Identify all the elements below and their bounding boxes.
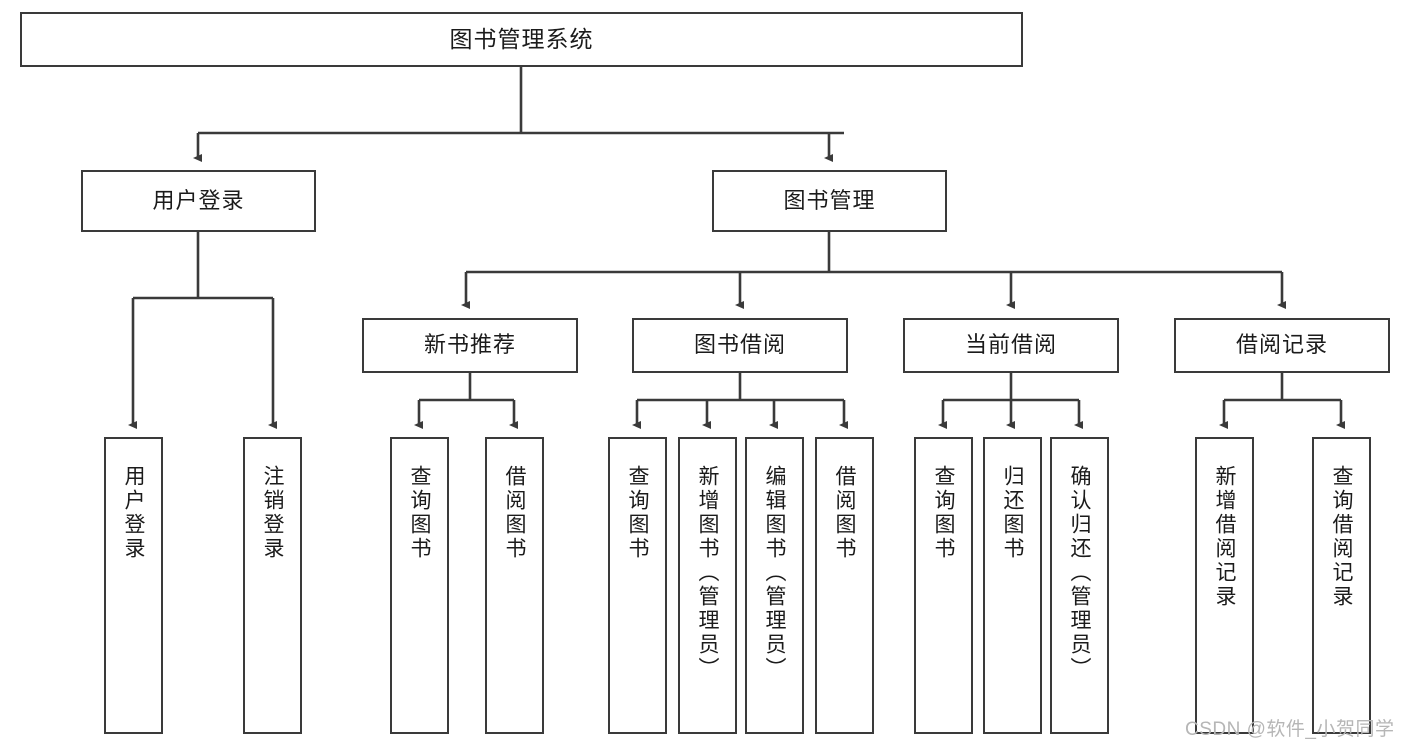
- node-label: 注销登录: [261, 465, 284, 561]
- node-label: 归还图书: [1001, 465, 1024, 561]
- node-label: 借阅图书: [833, 465, 856, 561]
- node-label: 新增图书（管理员）: [696, 465, 719, 681]
- node-label: 图书管理系统: [449, 25, 594, 52]
- node-label: 编辑图书（管理员）: [763, 465, 786, 681]
- node-label: 用户登录: [152, 187, 245, 213]
- leaf-new-book-borrow[interactable]: 借阅图书: [485, 437, 544, 734]
- node-label: 新书推荐: [423, 332, 516, 358]
- leaf-book-borrow-query[interactable]: 查询图书: [608, 437, 667, 734]
- node-label: 借阅记录: [1235, 332, 1328, 358]
- leaf-new-book-query[interactable]: 查询图书: [390, 437, 449, 734]
- leaf-current-borrow-confirm-return[interactable]: 确认归还（管理员）: [1050, 437, 1109, 734]
- node-label: 当前借阅: [964, 332, 1057, 358]
- node-book-management[interactable]: 图书管理: [712, 170, 947, 232]
- node-label: 新增借阅记录: [1213, 465, 1236, 609]
- node-label: 查询图书: [408, 465, 431, 561]
- node-label: 借阅图书: [503, 465, 526, 561]
- node-label: 查询图书: [626, 465, 649, 561]
- node-label: 查询借阅记录: [1330, 465, 1353, 609]
- leaf-borrow-record-query[interactable]: 查询借阅记录: [1312, 437, 1371, 734]
- node-label: 图书借阅: [693, 332, 786, 358]
- leaf-user-login-login[interactable]: 用户登录: [104, 437, 163, 734]
- leaf-user-login-logout[interactable]: 注销登录: [243, 437, 302, 734]
- node-label: 确认归还（管理员）: [1068, 465, 1091, 681]
- leaf-book-borrow-edit[interactable]: 编辑图书（管理员）: [745, 437, 804, 734]
- leaf-current-borrow-return[interactable]: 归还图书: [983, 437, 1042, 734]
- node-current-borrow[interactable]: 当前借阅: [903, 318, 1119, 373]
- node-borrow-record[interactable]: 借阅记录: [1174, 318, 1390, 373]
- node-label: 用户登录: [122, 465, 145, 561]
- node-user-login[interactable]: 用户登录: [81, 170, 316, 232]
- watermark: CSDN @软件_小贺同学: [1185, 719, 1395, 740]
- node-root-system[interactable]: 图书管理系统: [20, 12, 1023, 67]
- leaf-borrow-record-add[interactable]: 新增借阅记录: [1195, 437, 1254, 734]
- node-label: 查询图书: [932, 465, 955, 561]
- leaf-book-borrow-add[interactable]: 新增图书（管理员）: [678, 437, 737, 734]
- node-label: 图书管理: [783, 187, 876, 213]
- leaf-current-borrow-query[interactable]: 查询图书: [914, 437, 973, 734]
- node-book-borrow[interactable]: 图书借阅: [632, 318, 848, 373]
- node-new-book-recommend[interactable]: 新书推荐: [362, 318, 578, 373]
- leaf-book-borrow-borrow[interactable]: 借阅图书: [815, 437, 874, 734]
